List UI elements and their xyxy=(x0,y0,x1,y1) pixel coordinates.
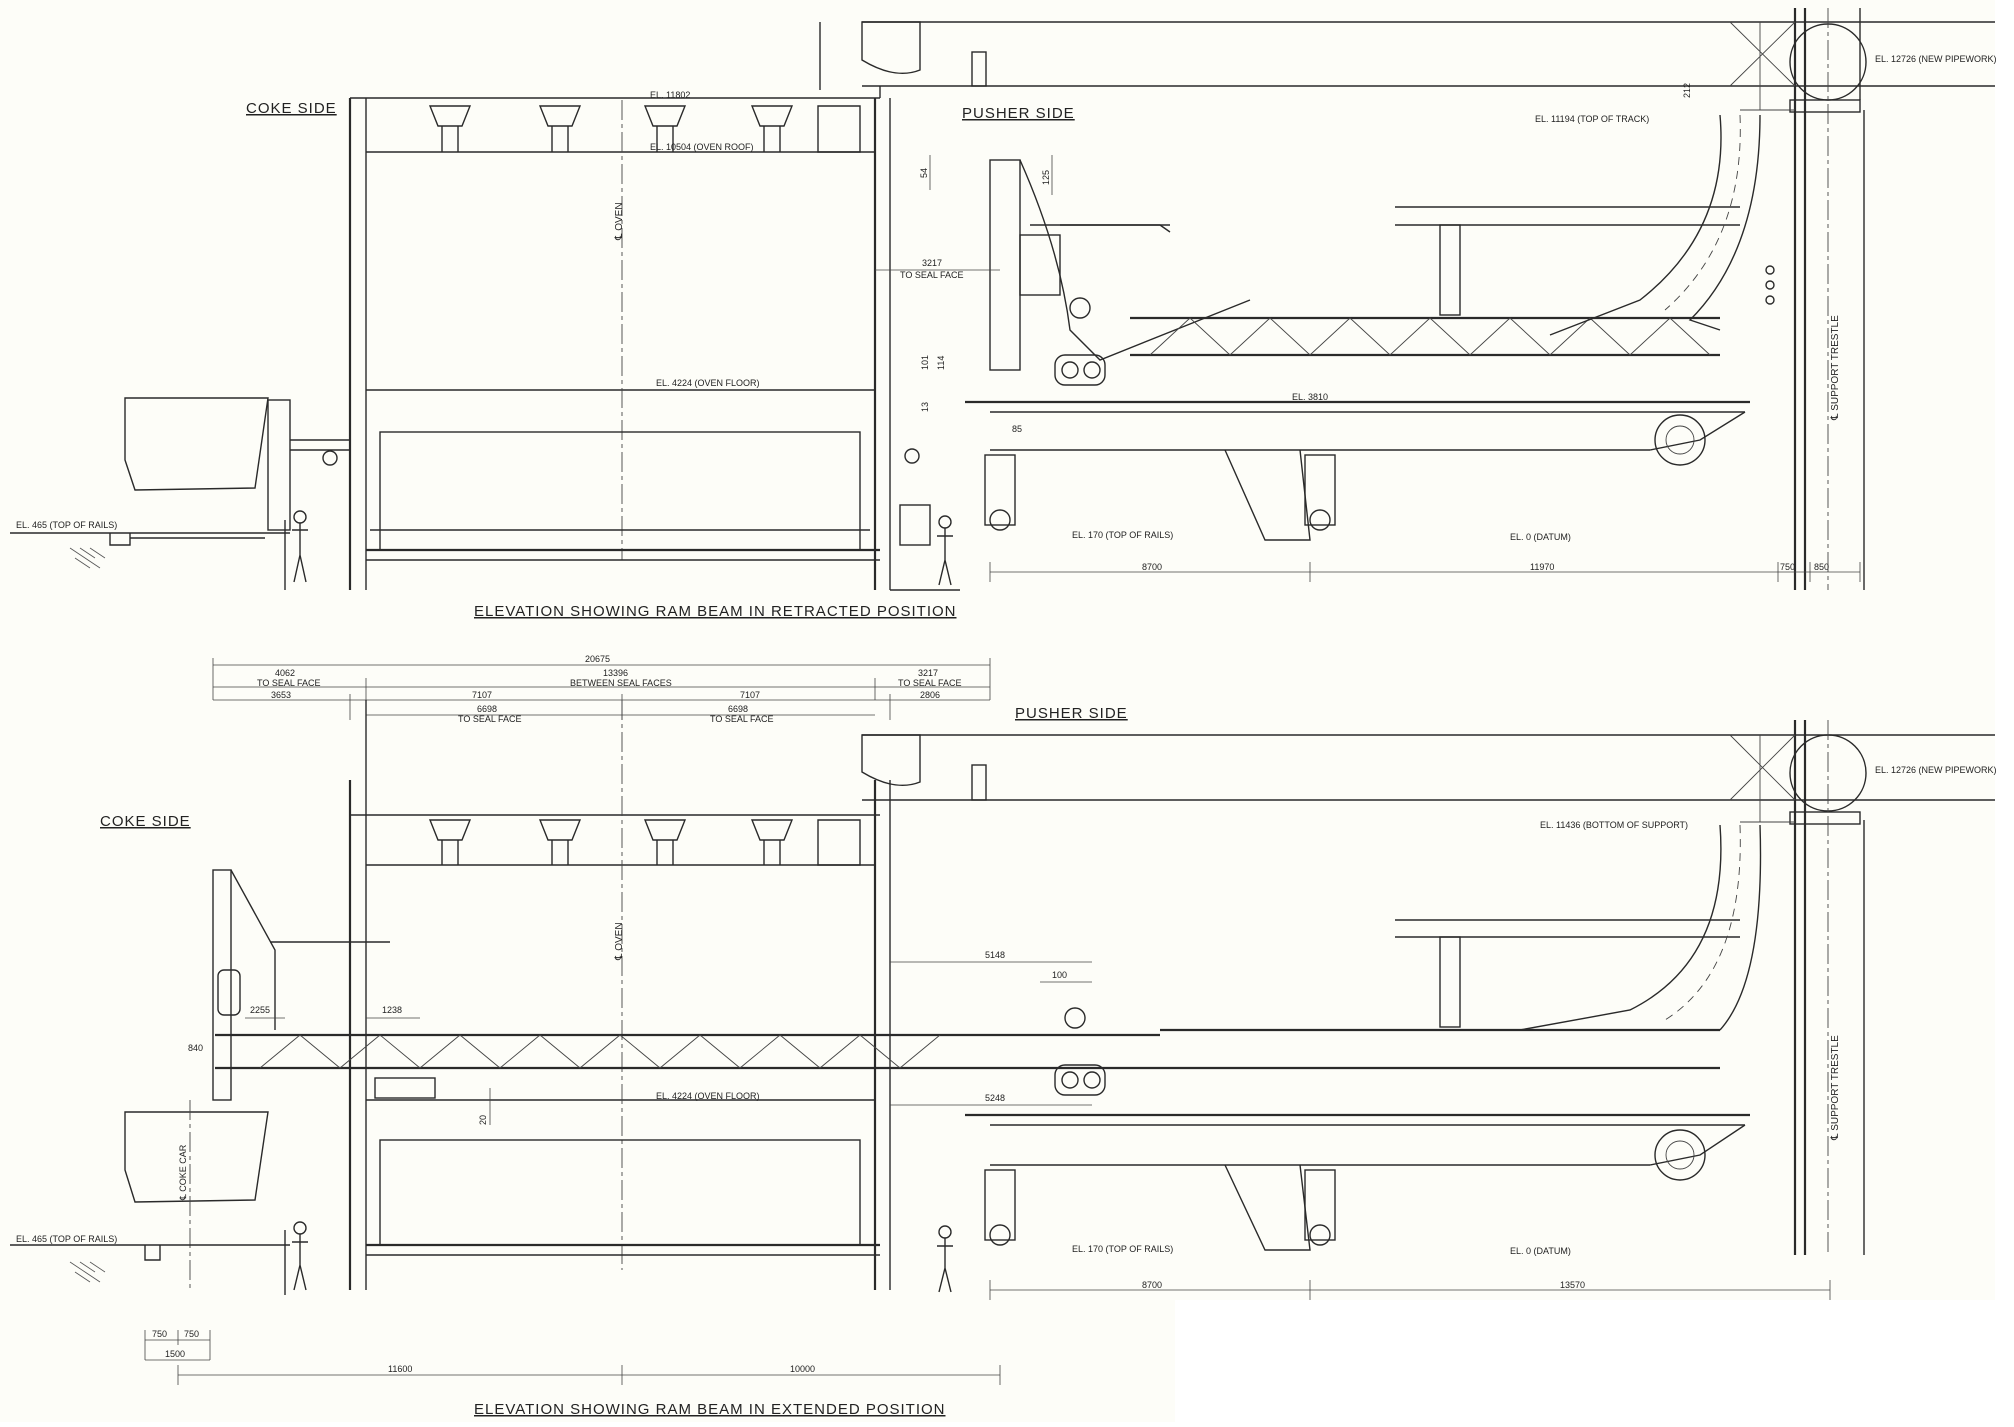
dim-2255: 2255 xyxy=(250,1005,270,1015)
el-12726-label: EL. 12726 (NEW PIPEWORK) xyxy=(1875,54,1997,64)
dim-1238: 1238 xyxy=(382,1005,402,1015)
dim-212: 212 xyxy=(1682,83,1692,98)
support-trestle-label: ℄ SUPPORT TRESTLE xyxy=(1830,315,1841,421)
el-4224-label: EL. 4224 (OVEN FLOOR) xyxy=(656,378,760,388)
dim-8700-top: 8700 xyxy=(1142,562,1162,572)
oven-centerline-label: ℄ OVEN xyxy=(614,202,625,241)
dim-101: 101 xyxy=(920,355,930,370)
el-0-label: EL. 0 (DATUM) xyxy=(1510,532,1571,542)
el-3810-label: EL. 3810 xyxy=(1292,392,1328,402)
dim-20675: 20675 xyxy=(585,654,610,664)
upper-support-frame-bottom: ℄ SUPPORT TRESTLE xyxy=(861,720,1995,1255)
bottom-dimensions: 5148 100 1238 2255 840 5248 20 8700 1357… xyxy=(144,950,1831,1385)
between-seal-faces: BETWEEN SEAL FACES xyxy=(570,678,672,688)
dim-20: 20 xyxy=(478,1115,488,1125)
to-seal-face-4: TO SEAL FACE xyxy=(710,714,774,724)
top-elevation-view: COKE SIDE PUSHER SIDE xyxy=(10,8,1997,620)
dim-11970: 11970 xyxy=(1530,562,1554,572)
to-seal-face-3: TO SEAL FACE xyxy=(458,714,522,724)
dim-11600: 11600 xyxy=(388,1364,412,1374)
oven-structure-bottom: ℄ COKE CAR ℄ OVEN xyxy=(10,700,1160,1295)
dim-3217-bottom: 3217 xyxy=(918,668,938,678)
operator-figure-left-bottom xyxy=(292,1221,308,1291)
el-12726-label-bottom: EL. 12726 (NEW PIPEWORK) xyxy=(1875,765,1997,775)
dim-114: 114 xyxy=(936,356,946,370)
el-465-label: EL. 465 (TOP OF RAILS) xyxy=(16,520,117,530)
support-trestle-label-bottom: ℄ SUPPORT TRESTLE xyxy=(1830,1035,1841,1141)
top-view-caption: ELEVATION SHOWING RAM BEAM IN RETRACTED … xyxy=(474,603,957,620)
dim-8700-bottom: 8700 xyxy=(1142,1280,1162,1290)
bottom-dimension-chains: 20675 4062 TO SEAL FACE 13396 BETWEEN SE… xyxy=(212,654,991,724)
dim-13570: 13570 xyxy=(1560,1280,1585,1290)
el-465-label-bottom: EL. 465 (TOP OF RAILS) xyxy=(16,1234,117,1244)
to-seal-face-2: TO SEAL FACE xyxy=(898,678,962,688)
dim-850-top: 850 xyxy=(1814,562,1829,572)
coke-side-heading: COKE SIDE xyxy=(246,100,337,117)
el-11194-label: EL. 11194 (TOP OF TRACK) xyxy=(1535,114,1649,124)
coke-side-heading-bottom: COKE SIDE xyxy=(100,813,191,830)
dim-5148: 5148 xyxy=(985,950,1005,960)
dim-1500: 1500 xyxy=(165,1349,185,1359)
dim-54: 54 xyxy=(919,168,929,178)
pusher-side-heading: PUSHER SIDE xyxy=(962,105,1075,122)
bottom-view-caption: ELEVATION SHOWING RAM BEAM IN EXTENDED P… xyxy=(474,1401,946,1418)
pusher-side-heading-bottom: PUSHER SIDE xyxy=(1015,705,1128,722)
dim-13396: 13396 xyxy=(603,668,628,678)
dim-7107-right: 7107 xyxy=(740,690,760,700)
el-170-label: EL. 170 (TOP OF RAILS) xyxy=(1072,530,1173,540)
dim-85: 85 xyxy=(1012,424,1022,434)
dim-4062: 4062 xyxy=(275,668,295,678)
dim-840: 840 xyxy=(188,1043,203,1053)
bottom-elevation-labels: EL. 4224 (OVEN FLOOR) EL. 465 (TOP OF RA… xyxy=(16,765,1997,1256)
bottom-elevation-view: COKE SIDE PUSHER SIDE 20675 4062 TO SEAL… xyxy=(10,654,1997,1418)
upper-support-frame xyxy=(819,8,1995,590)
dim-2806: 2806 xyxy=(920,690,940,700)
dim-5248: 5248 xyxy=(985,1093,1005,1103)
pusher-machine-bottom xyxy=(965,824,1762,1251)
el-11436-label: EL. 11436 (BOTTOM OF SUPPORT) xyxy=(1540,820,1688,830)
dim-125: 125 xyxy=(1041,170,1051,185)
dim-13: 13 xyxy=(920,402,930,412)
oven-centerline-label-bottom: ℄ OVEN xyxy=(614,922,625,961)
top-elevation-labels: EL. 11802 EL. 10504 (OVEN ROOF) EL. 4224… xyxy=(16,54,1997,542)
to-seal-face-1: TO SEAL FACE xyxy=(257,678,321,688)
operator-figure-right-bottom xyxy=(937,1225,953,1293)
dim-750-b: 750 xyxy=(184,1329,199,1339)
dim-750-a: 750 xyxy=(152,1329,167,1339)
to-seal-face-label: TO SEAL FACE xyxy=(900,270,964,280)
oven-structure xyxy=(10,97,960,591)
el-10504-label: EL. 10504 (OVEN ROOF) xyxy=(650,142,754,152)
dim-100: 100 xyxy=(1052,970,1067,980)
dim-3653: 3653 xyxy=(271,690,291,700)
el-0-label-bottom: EL. 0 (DATUM) xyxy=(1510,1246,1571,1256)
dim-6698-left: 6698 xyxy=(477,704,497,714)
dim-750-top: 750 xyxy=(1780,562,1795,572)
dim-3217: 3217 xyxy=(922,258,942,268)
pusher-machine xyxy=(965,8,1829,590)
dim-6698-right: 6698 xyxy=(728,704,748,714)
operator-figure-left xyxy=(292,510,308,583)
el-4224-label-bottom: EL. 4224 (OVEN FLOOR) xyxy=(656,1091,760,1101)
operator-figure-right xyxy=(937,515,953,586)
el-11802-label: EL. 11802 xyxy=(650,90,690,100)
el-170-label-bottom: EL. 170 (TOP OF RAILS) xyxy=(1072,1244,1173,1254)
dim-7107-left: 7107 xyxy=(472,690,492,700)
top-dimensions: 54 125 3217 TO SEAL FACE 101 114 13 85 2… xyxy=(875,83,1861,582)
coke-car-centerline-label: ℄ COKE CAR xyxy=(178,1144,188,1201)
dim-10000: 10000 xyxy=(790,1364,815,1374)
